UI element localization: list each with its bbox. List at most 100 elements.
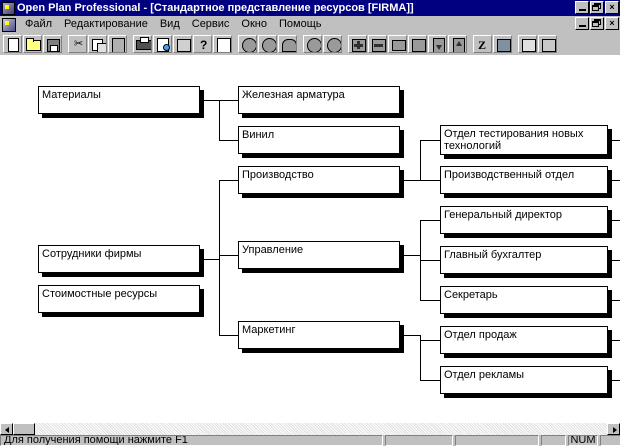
restore-button[interactable] — [590, 1, 604, 14]
connector-line — [400, 335, 420, 336]
connector-line — [219, 255, 238, 256]
menu-item-help[interactable]: Помощь — [278, 18, 322, 30]
demote-button[interactable] — [428, 35, 447, 53]
notes-button[interactable] — [493, 35, 512, 53]
right-triangle-icon — [613, 427, 617, 433]
connector-line — [612, 140, 620, 141]
connector-line — [400, 180, 420, 181]
tree-node-materialy[interactable]: Материалы — [38, 86, 200, 114]
copy-icon — [92, 39, 106, 52]
tree-node-label: Маркетинг — [242, 324, 296, 336]
connector-line — [612, 220, 620, 221]
link-icon — [392, 40, 406, 51]
resource-globe-button[interactable] — [258, 35, 277, 53]
tree-node-otdel-prodazh[interactable]: Отдел продаж — [440, 326, 608, 354]
notes-icon — [497, 39, 511, 52]
connector-line — [420, 340, 440, 341]
menu-item-edit[interactable]: Редактирование — [64, 18, 148, 30]
open-button[interactable] — [23, 35, 42, 53]
print-preview-button[interactable] — [153, 35, 172, 53]
print-icon — [136, 37, 151, 50]
open-icon — [26, 38, 41, 51]
resource-dome-button[interactable] — [278, 35, 297, 53]
tree-node-otdel-reklamy[interactable]: Отдел рекламы — [440, 366, 608, 394]
paste-icon — [112, 38, 125, 52]
print-button[interactable] — [133, 35, 152, 53]
copy-button[interactable] — [88, 35, 107, 53]
tree-node-stoimostnye[interactable]: Стоимостные ресурсы — [38, 285, 200, 313]
connector-line — [219, 180, 238, 181]
left-triangle-icon — [5, 427, 9, 433]
status-bar: Для получения помощи нажмите F1 NUM — [0, 435, 620, 446]
connector-line — [219, 100, 220, 141]
status-num-indicator: NUM — [568, 435, 598, 446]
mdi-close-button[interactable]: × — [605, 17, 619, 30]
scrollbar-track[interactable] — [13, 423, 607, 435]
tree-node-sekretar[interactable]: Секретарь — [440, 286, 608, 314]
cut-button[interactable]: ✂ — [68, 35, 87, 53]
help-button[interactable]: ? — [193, 35, 212, 53]
tree-node-label: Отдел рекламы — [444, 369, 525, 381]
tree-node-vinil[interactable]: Винил — [238, 126, 400, 154]
ellipse-filled-button[interactable] — [303, 35, 322, 53]
save-button[interactable] — [43, 35, 62, 53]
scroll-right-arrow[interactable] — [607, 423, 620, 435]
menu-bar: Файл Редактирование Вид Сервис Окно Помо… — [0, 16, 620, 33]
status-panel-3 — [455, 435, 539, 446]
unlink-button[interactable] — [408, 35, 427, 53]
ellipse-shaded-button[interactable] — [323, 35, 342, 53]
paste-button[interactable] — [108, 35, 127, 53]
context-help-button[interactable] — [213, 35, 232, 53]
tree-node-gl-buhgalter[interactable]: Главный бухгалтер — [440, 246, 608, 274]
context-help-icon — [217, 38, 231, 52]
menu-item-tools[interactable]: Сервис — [191, 18, 230, 30]
tree-node-gen-director[interactable]: Генеральный директор — [440, 206, 608, 234]
link-button[interactable] — [388, 35, 407, 53]
new-button[interactable] — [3, 35, 22, 53]
mdi-child-controls: × — [575, 17, 619, 30]
minimize-button[interactable] — [575, 1, 589, 14]
open-plan-icon[interactable] — [2, 1, 15, 15]
mdi-minimize-button[interactable] — [575, 17, 589, 30]
close-button[interactable]: × — [605, 1, 619, 14]
tree-node-label: Управление — [242, 244, 304, 256]
menu-item-window[interactable]: Окно — [241, 18, 267, 30]
window-controls: × — [575, 1, 619, 14]
horizontal-scrollbar[interactable] — [0, 422, 620, 435]
tree-node-label: Генеральный директор — [444, 209, 562, 221]
document-icon[interactable] — [2, 17, 16, 32]
status-panel-6 — [600, 435, 620, 446]
connector-line — [420, 140, 421, 181]
resource-circle-button[interactable] — [238, 35, 257, 53]
cascade-windows-button[interactable] — [538, 35, 557, 53]
menu-item-view[interactable]: Вид — [159, 18, 180, 30]
tree-node-label: Материалы — [42, 89, 101, 101]
tree-node-proizvodstvo[interactable]: Производство — [238, 166, 400, 194]
menu-item-file[interactable]: Файл — [25, 18, 53, 30]
spreadsheet-button[interactable] — [173, 35, 192, 53]
zoom-button[interactable]: Z — [473, 35, 492, 53]
toolbar: ✂ ? Z — [0, 33, 620, 56]
status-panel-2 — [385, 435, 453, 446]
remove-button[interactable] — [368, 35, 387, 53]
tree-node-otdel-test[interactable]: Отдел тестирования новых технологий — [440, 125, 608, 155]
tile-windows-button[interactable] — [518, 35, 537, 53]
connector-line — [612, 380, 620, 381]
tree-node-upravlenie[interactable]: Управление — [238, 241, 400, 269]
add-icon — [352, 39, 366, 52]
tile-windows-icon — [522, 39, 536, 52]
status-message: Для получения помощи нажмите F1 — [0, 435, 383, 446]
add-button[interactable] — [348, 35, 367, 53]
promote-button[interactable] — [448, 35, 467, 53]
scrollbar-thumb[interactable] — [13, 423, 35, 435]
promote-icon — [453, 38, 465, 52]
tree-node-marketing[interactable]: Маркетинг — [238, 321, 400, 349]
tree-node-sotrudniki[interactable]: Сотрудники фирмы — [38, 245, 200, 273]
tree-node-armatura[interactable]: Железная арматура — [238, 86, 400, 114]
tree-node-proizv-otdel[interactable]: Производственный отдел — [440, 166, 608, 194]
mdi-restore-button[interactable] — [590, 17, 604, 30]
scroll-left-arrow[interactable] — [0, 423, 13, 435]
connector-line — [200, 259, 219, 260]
